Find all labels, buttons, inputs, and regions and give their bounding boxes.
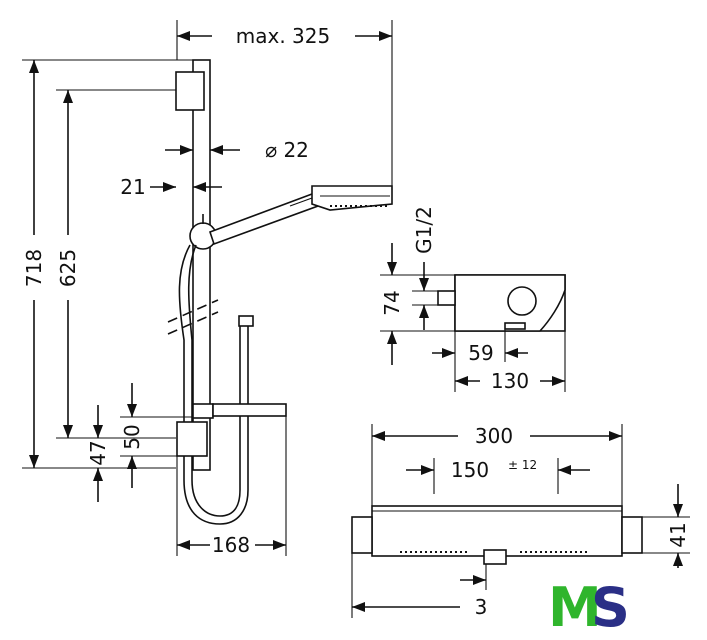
dimension-168 <box>176 416 287 556</box>
ms-logo: M S <box>548 576 630 639</box>
dim-47-label: 47 <box>86 440 110 465</box>
diameter-label: ⌀ 22 <box>265 138 309 162</box>
dimension-thermostat-height <box>380 243 455 365</box>
dimension-130 <box>455 300 566 392</box>
width-300-label: 300 <box>475 424 513 448</box>
logo-letter-m: M <box>548 576 598 639</box>
dim-130-label: 130 <box>491 369 529 393</box>
dimension-spacing-150 <box>406 458 590 494</box>
dim-3-label: 3 <box>475 595 488 619</box>
rail-offset-label: 21 <box>120 175 145 199</box>
dimension-max-reach <box>176 20 393 190</box>
max-reach-label: max. 325 <box>236 24 330 48</box>
dimension-width-300 <box>371 424 623 506</box>
thermostat-front-view <box>351 505 643 565</box>
dim-168-label: 168 <box>212 533 250 557</box>
dimension-3 <box>351 553 487 618</box>
dim-41-label: 41 <box>666 522 690 547</box>
logo-letter-s: S <box>591 576 630 639</box>
dimension-41 <box>642 484 690 568</box>
spacing-150-label: 150 <box>451 458 489 482</box>
spacing-tolerance-label: ± 12 <box>508 458 537 472</box>
dimension-height-625 <box>56 89 176 439</box>
dimension-diameter <box>165 145 240 155</box>
dimension-height-total <box>22 59 193 469</box>
height-total-label: 718 <box>22 249 46 287</box>
dimension-59 <box>432 329 528 392</box>
dim-50-label: 50 <box>120 424 144 449</box>
thread-label: G1/2 <box>412 206 436 254</box>
height-625-label: 625 <box>56 249 80 287</box>
shower-rail-assembly <box>167 59 393 525</box>
dimension-rail-offset <box>150 182 222 192</box>
dim-59-label: 59 <box>468 341 493 365</box>
thermostat-height-label: 74 <box>380 290 404 315</box>
thermostat-side-view <box>437 274 566 332</box>
dimension-50 <box>120 383 193 488</box>
